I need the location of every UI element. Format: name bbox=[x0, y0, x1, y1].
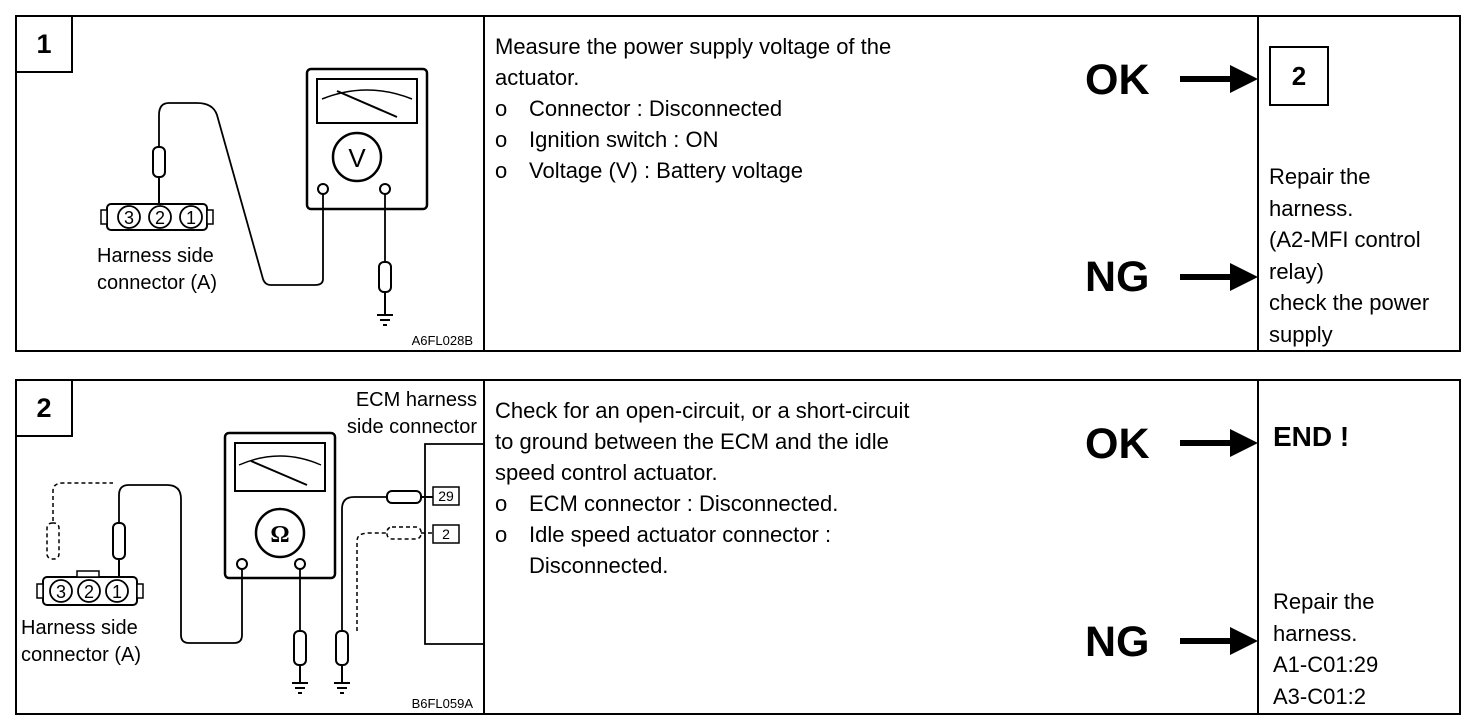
end-label: END ! bbox=[1273, 421, 1350, 452]
arrow-right-icon bbox=[1180, 627, 1258, 655]
meter-needle bbox=[336, 90, 398, 118]
step-1-description: Measure the power supply voltage of the … bbox=[495, 31, 1055, 186]
meter-symbol: V bbox=[348, 143, 366, 173]
meter-symbol: Ω bbox=[270, 522, 289, 548]
probe-tip-connector bbox=[152, 146, 166, 178]
pin-label: 1 bbox=[186, 208, 196, 228]
ok-label: OK bbox=[1085, 420, 1150, 468]
step-2-instructions: Check for an open-circuit, or a short-ci… bbox=[485, 381, 1258, 713]
step-2-description: Check for an open-circuit, or a short-ci… bbox=[495, 395, 1055, 581]
step-2-figure-cell: 2 Ω bbox=[17, 381, 485, 713]
meter-terminal-right bbox=[379, 183, 391, 195]
meter-terminal-right bbox=[294, 558, 306, 570]
voltmeter-diagram: V 3 2 1 bbox=[100, 67, 429, 326]
voltmeter-scale bbox=[316, 78, 418, 124]
step-2-panel: 2 Ω bbox=[15, 379, 1461, 715]
ohmmeter-diagram: Ω bbox=[36, 431, 483, 694]
pin-label: 2 bbox=[155, 208, 165, 228]
pin-label: 3 bbox=[124, 208, 134, 228]
step-1-figure-cell: 1 V bbox=[17, 17, 485, 350]
probe-wire bbox=[158, 102, 324, 286]
ng-remedy: Repair the harness. (A2-MFI control rela… bbox=[1269, 164, 1430, 347]
meter-dial bbox=[331, 131, 383, 183]
meter-terminal-left bbox=[317, 183, 329, 195]
ecm-connector-label: ECM harness side connector bbox=[346, 389, 477, 438]
figure-code: A6FL028B bbox=[411, 333, 473, 348]
arrow-right-icon bbox=[1180, 263, 1258, 291]
pin-label: 1 bbox=[112, 582, 122, 602]
step-1-number: 1 bbox=[17, 17, 73, 73]
arrow-right-icon bbox=[1180, 429, 1258, 457]
step-1-panel: 1 V bbox=[15, 15, 1461, 352]
bullet-item: Disconnected. bbox=[529, 553, 669, 578]
ohmmeter-scale bbox=[234, 442, 326, 492]
ecm-pin-label: 29 bbox=[438, 488, 454, 504]
figure-code: B6FL059A bbox=[411, 696, 473, 711]
pin-label: 3 bbox=[56, 582, 66, 602]
connector-label: Harness side connector (A) bbox=[21, 617, 142, 666]
step-1-results: 2 Repair the harness. (A2-MFI control re… bbox=[1257, 17, 1459, 350]
meter-dial bbox=[254, 507, 306, 559]
connector-label: Harness side connector (A) bbox=[97, 245, 218, 294]
ok-label: OK bbox=[1085, 56, 1150, 104]
step-2-results: END ! Repair the harness. A1-C01:29 A3-C… bbox=[1257, 381, 1459, 713]
probe-wire bbox=[118, 484, 243, 644]
probe-tip-ground bbox=[378, 261, 392, 293]
arrow-right-icon bbox=[1180, 65, 1258, 93]
ecm-connector bbox=[424, 443, 483, 645]
meter-terminal-left bbox=[236, 558, 248, 570]
ng-remedy: Repair the harness. A1-C01:29 A3-C01:2 bbox=[1273, 589, 1379, 709]
ng-label: NG bbox=[1085, 618, 1150, 666]
next-step-box[interactable]: 2 bbox=[1269, 46, 1329, 106]
ng-label: NG bbox=[1085, 253, 1150, 301]
meter-needle bbox=[250, 460, 308, 486]
step-1-instructions: Measure the power supply voltage of the … bbox=[485, 17, 1258, 350]
step-2-number: 2 bbox=[17, 381, 73, 437]
ecm-pin-label: 2 bbox=[442, 526, 450, 542]
pin-label: 2 bbox=[84, 582, 94, 602]
